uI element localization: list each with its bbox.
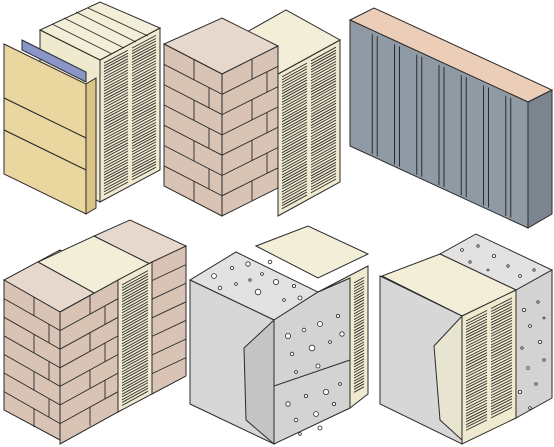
metal-skin-end: [527, 89, 553, 229]
aggregate-end: [515, 269, 553, 419]
brick-and-block-cavity-wall-diagram: [2, 219, 188, 445]
concrete-cut-face: [433, 314, 463, 442]
siding-on-block-wall-diagram: [3, 1, 162, 215]
insulated-metal-panel-diagram: [348, 7, 554, 229]
concrete-cut-face: [243, 318, 275, 446]
concrete-sandwich-panel-diagram: [188, 225, 370, 446]
membrane-layer: [21, 39, 87, 83]
brick-veneer-on-block-wall-diagram: [162, 9, 342, 217]
concrete-panel-with-insulated-block-diagram: [379, 233, 554, 445]
